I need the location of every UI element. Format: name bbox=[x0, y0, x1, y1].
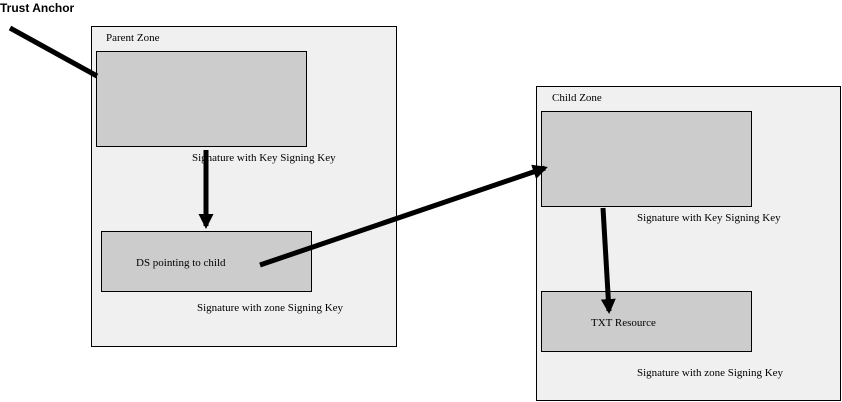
child-zone-label: Child Zone bbox=[552, 92, 602, 104]
child-key-box bbox=[541, 111, 752, 207]
parent-ds-caption: Signature with zone Signing Key bbox=[197, 302, 344, 314]
child-key-to-txt-arrow bbox=[600, 207, 616, 314]
child-txt-caption: Signature with zone Signing Key bbox=[637, 367, 784, 379]
diagram-title: Trust Anchor bbox=[0, 1, 75, 15]
parent-ds-label: DS pointing to child bbox=[136, 257, 226, 269]
parent-zone-label: Parent Zone bbox=[106, 32, 160, 44]
child-txt-label: TXT Resource bbox=[591, 317, 656, 329]
parent-key-caption: Signature with Key Signing Key bbox=[192, 152, 336, 164]
child-txt-box bbox=[541, 291, 752, 352]
child-key-caption: Signature with Key Signing Key bbox=[637, 212, 781, 224]
ds-to-child-key-arrow bbox=[259, 164, 548, 268]
trust-anchor-arrow bbox=[8, 25, 99, 79]
parent-key-box bbox=[96, 51, 307, 147]
